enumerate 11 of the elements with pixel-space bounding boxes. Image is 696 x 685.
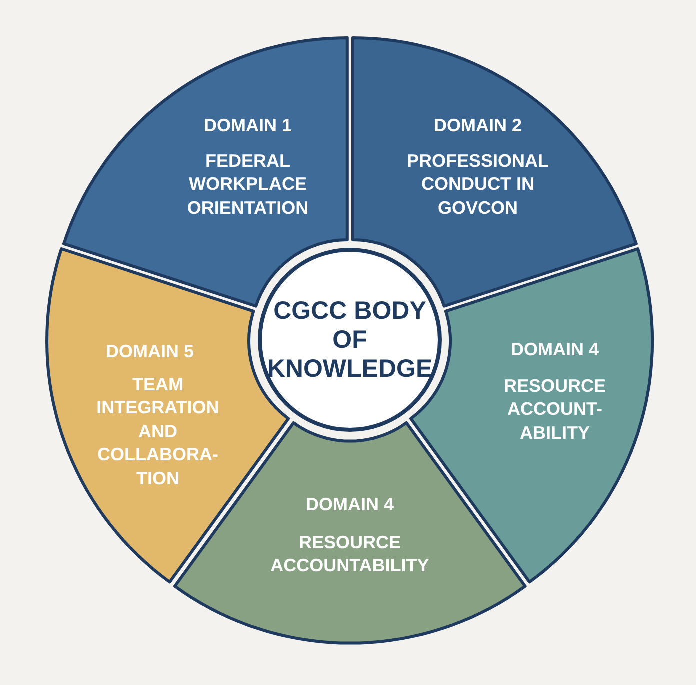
domain-heading: DOMAIN 4 [510,338,600,362]
domain-heading: DOMAIN 5 [104,340,195,364]
domain-title: RESOURCE ACCOUNTABILITY [270,532,430,578]
domain-title: FEDERAL WORKPLACE ORIENTATION [186,150,310,220]
domain-title: RESOURCE ACCOUNT- ABILITY [502,374,607,445]
domain-title: TEAM INTEGRATION AND COLLABORA- TION [96,374,220,490]
domain-heading: DOMAIN 4 [304,493,395,516]
domain-heading: DOMAIN 1 [202,114,293,138]
domain-heading: DOMAIN 2 [432,114,523,138]
domain-title: PROFESSIONAL CONDUCT IN GOVCON [406,150,550,220]
center-title: CGCC BODY OF KNOWLEDGE [266,296,434,384]
